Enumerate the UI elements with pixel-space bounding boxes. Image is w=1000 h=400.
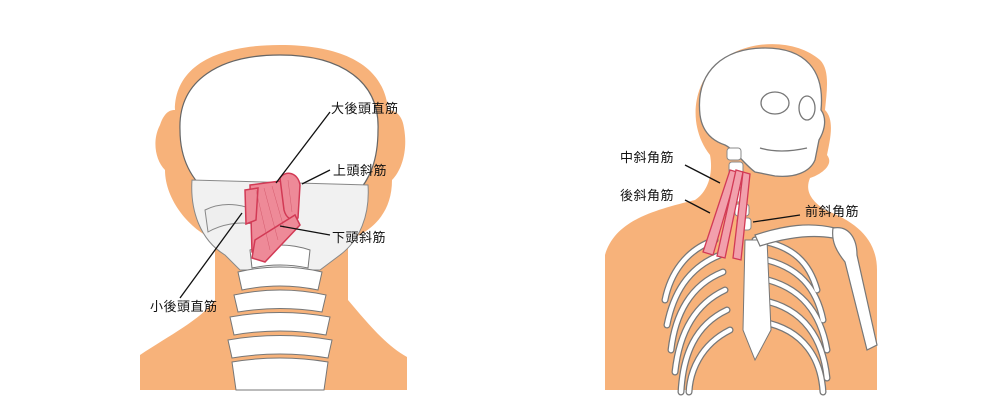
label-rectus-capitis-posterior-major: 大後頭直筋 [331,102,399,117]
scalenus-posterior [702,169,738,256]
rectus-capitis-posterior-minor [244,187,259,226]
scalene-muscles [702,169,751,261]
posterior-head-illustration [140,45,407,391]
scalenus-anterior [732,171,751,261]
leader-lines [179,111,331,299]
cervical-spine [227,244,333,391]
label-scalenus-posterior: 後斜角筋 [620,189,675,204]
suboccipital-figure: 大後頭直筋 上頭斜筋 下頭斜筋 小後頭直筋 [130,0,430,400]
label-scalenus-medius: 中斜角筋 [620,151,675,166]
label-obliquus-capitis-inferior: 下頭斜筋 [332,231,387,246]
label-scalenus-anterior: 前斜角筋 [805,205,860,220]
label-rectus-capitis-posterior-minor: 小後頭直筋 [150,300,218,315]
skull [698,47,826,178]
suboccipital-muscles [244,172,301,263]
leader-lines [684,164,801,223]
skeleton-illustration [605,44,878,396]
humerus [832,227,878,351]
label-obliquus-capitis-superior: 上頭斜筋 [333,164,388,179]
scalenus-medius [716,169,744,259]
scalene-figure: 中斜角筋 後斜角筋 前斜角筋 [595,0,895,400]
obliquus-capitis-inferior [251,213,301,263]
